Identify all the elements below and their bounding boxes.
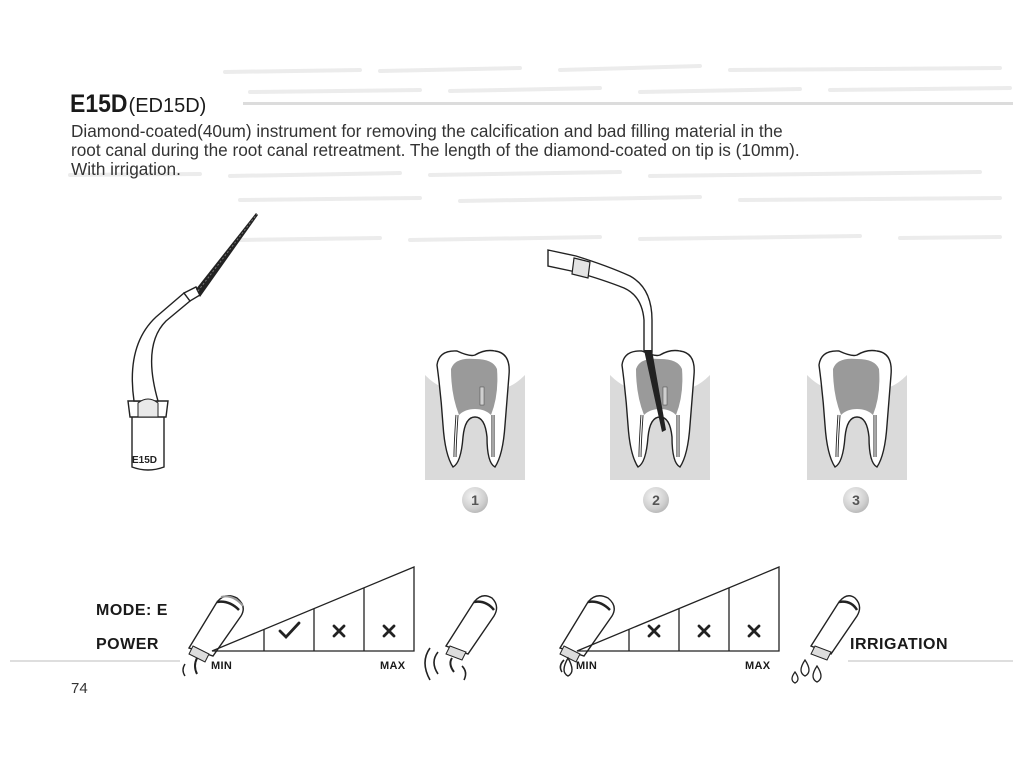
handpiece-min-power-icon	[182, 595, 244, 677]
power-label: POWER	[96, 636, 159, 653]
step-3-badge: 3	[843, 487, 869, 513]
bottom-rule-left	[10, 660, 180, 662]
cross-icon	[747, 624, 761, 638]
bottom-rule-right	[848, 660, 1013, 662]
tooth-step-2-illustration	[547, 249, 710, 480]
title-alt-code: (ED15D)	[128, 95, 207, 117]
description: Diamond-coated(40um) instrument for remo…	[71, 122, 1001, 179]
power-min-label: MIN	[211, 660, 233, 672]
handpiece-max-power-icon	[424, 595, 498, 681]
irrigation-max-label: MAX	[745, 660, 771, 672]
tip-engraving: E15D	[132, 455, 157, 466]
tooth-step-1-illustration	[425, 349, 525, 480]
page-number: 74	[71, 680, 88, 697]
tooth-diagram	[425, 349, 525, 480]
power-max-label: MAX	[380, 660, 406, 672]
water-drop-icon	[563, 656, 573, 677]
title-rule	[243, 102, 1013, 105]
irrigation-chart	[576, 566, 780, 652]
title-code: E15D	[70, 90, 128, 118]
cross-icon	[647, 624, 661, 638]
page-title: E15D(ED15D)	[70, 90, 206, 119]
step-1-badge: 1	[462, 487, 488, 513]
cross-icon	[332, 624, 346, 638]
diamond-coated-tip	[196, 213, 258, 297]
tooth-step-3-illustration	[807, 349, 907, 480]
irrigation-label: IRRIGATION	[850, 636, 949, 653]
cross-icon	[382, 624, 396, 638]
description-line: root canal during the root canal retreat…	[71, 140, 800, 160]
handpiece-max-irrigation-icon	[791, 595, 861, 684]
check-icon	[278, 621, 301, 640]
power-chart	[211, 566, 415, 652]
handpiece-min-irrigation-icon	[558, 595, 615, 677]
scaler-tip-illustration: E15D	[127, 213, 258, 471]
instrument-tip	[644, 350, 666, 432]
setting-wedge-outline	[211, 566, 415, 652]
mode-label: MODE: E	[96, 602, 168, 619]
cross-icon	[697, 624, 711, 638]
setting-wedge-outline	[576, 566, 780, 652]
description-line: With irrigation.	[71, 159, 181, 179]
step-2-badge: 2	[643, 487, 669, 513]
description-line: Diamond-coated(40um) instrument for remo…	[71, 121, 783, 141]
irrigation-min-label: MIN	[576, 660, 598, 672]
water-drops-icon	[791, 658, 822, 684]
